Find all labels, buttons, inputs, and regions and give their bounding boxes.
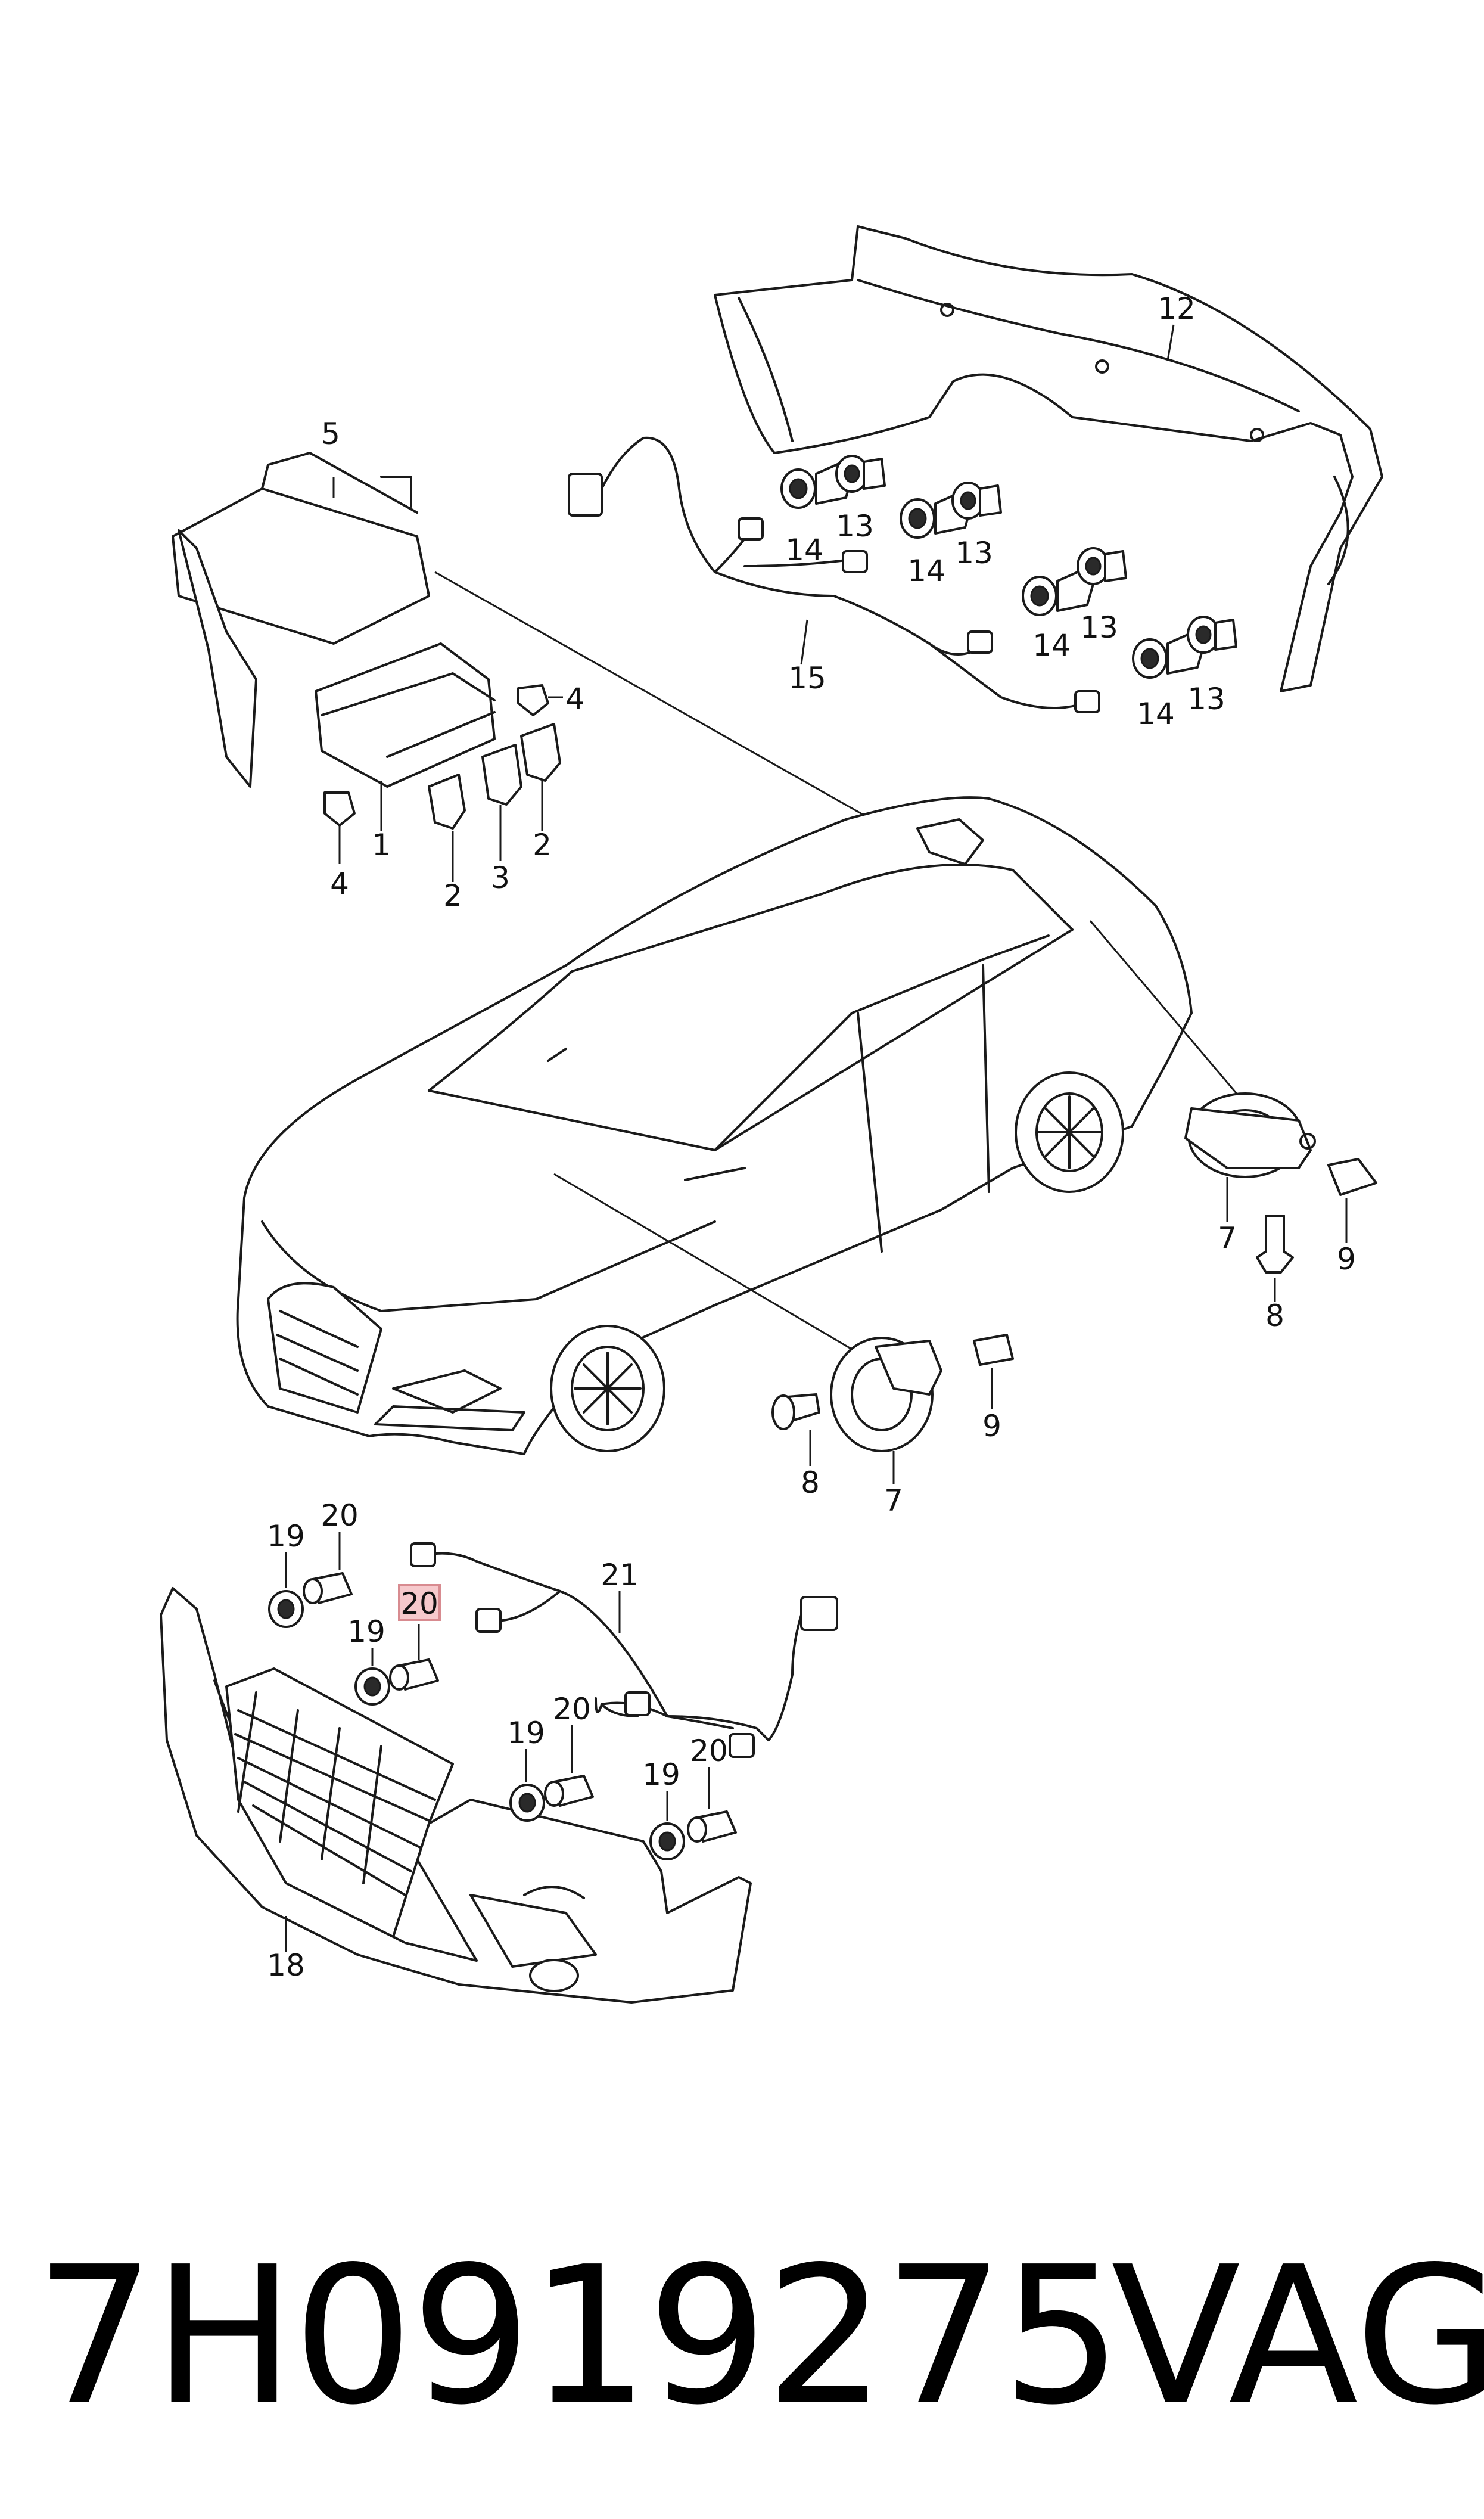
callout-9: 9 (982, 1409, 1001, 1443)
brand-label: VAG (1111, 2226, 1484, 2446)
rivet-screws (771, 1215, 1294, 1430)
callout-19: 19 (347, 1614, 385, 1649)
callout-13: 13 (836, 509, 874, 543)
nut-fasteners (323, 684, 549, 827)
callout-20-highlighted: 20 (400, 1586, 438, 1621)
callout-14: 14 (1032, 628, 1071, 663)
callout-9: 9 (1337, 1242, 1356, 1276)
callout-4: 4 (565, 682, 584, 716)
part-number-label: 7H0919275 (35, 2226, 1122, 2446)
connector-housings (973, 1158, 1377, 1366)
callout-12: 12 (1158, 291, 1196, 326)
callout-4: 4 (330, 866, 349, 901)
callout-2: 2 (443, 878, 462, 913)
control-unit-bracket (172, 452, 430, 788)
callout-13: 13 (1187, 682, 1225, 716)
callout-15: 15 (788, 661, 826, 695)
callout-20: 20 (553, 1692, 591, 1726)
callout-1: 1 (372, 828, 391, 862)
callout-19: 19 (642, 1757, 680, 1792)
callout-2: 2 (533, 828, 552, 862)
callout-20: 20 (321, 1498, 359, 1533)
callout-14: 14 (907, 554, 945, 588)
callout-5: 5 (321, 417, 340, 451)
callout-18: 18 (267, 1948, 305, 1983)
connector-plugs (428, 723, 561, 830)
callout-7: 7 (884, 1483, 903, 1518)
control-unit (315, 642, 496, 788)
callout-20: 20 (690, 1734, 728, 1768)
front-sensor-set (268, 1572, 737, 1860)
callout-13: 13 (955, 536, 993, 570)
callout-14: 14 (785, 533, 823, 567)
callout-21: 21 (601, 1558, 639, 1592)
front-bumper-part (160, 1587, 752, 2004)
callout-8: 8 (801, 1465, 820, 1500)
warning-buzzer-rear (1184, 1092, 1316, 1178)
callout-8: 8 (1265, 1299, 1284, 1333)
rear-wiring-harness (568, 436, 1100, 713)
rear-bumper-part (714, 225, 1383, 692)
callout-19: 19 (507, 1716, 545, 1750)
car-outline (236, 796, 1193, 1455)
callout-7: 7 (1218, 1221, 1237, 1256)
callout-3: 3 (491, 861, 510, 895)
callout-14: 14 (1137, 697, 1175, 731)
front-wiring-harness (410, 1542, 838, 1758)
warning-buzzer-front (830, 1337, 942, 1452)
highlight-box (398, 1584, 441, 1621)
callout-13: 13 (1080, 610, 1118, 645)
rear-sensor-set (780, 455, 1237, 679)
callout-19: 19 (267, 1519, 305, 1554)
